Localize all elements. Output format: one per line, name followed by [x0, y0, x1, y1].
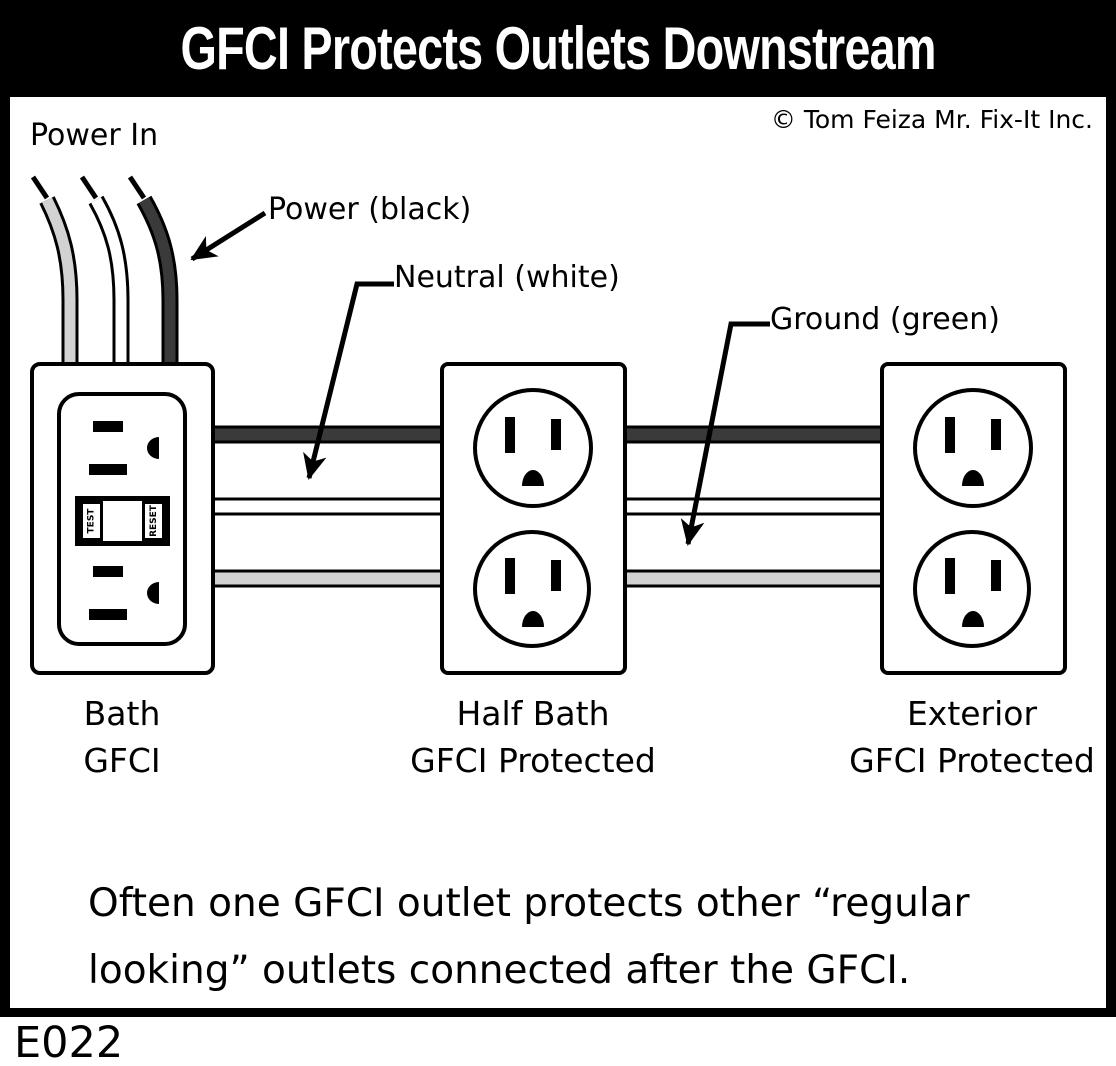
exterior-label-line1: Exterior — [906, 694, 1038, 733]
halfbath-bottom-neutral-slot — [505, 558, 515, 594]
neutral-leader-arrow — [303, 281, 394, 480]
exterior-top-receptacle — [913, 388, 1033, 508]
exterior-outlet-label: Exterior GFCI Protected — [822, 690, 1116, 784]
gfci-bottom-ground-hole — [147, 582, 159, 604]
halfbath-bottom-receptacle — [473, 530, 591, 648]
exterior-bottom-neutral-slot — [945, 558, 955, 594]
neutral-wire-run1 — [208, 497, 448, 516]
halfbath-top-hot-slot — [551, 419, 561, 450]
ground-label: Ground (green) — [770, 302, 1000, 337]
halfbath-top-neutral-slot — [505, 417, 515, 453]
neutral-label: Neutral (white) — [394, 260, 620, 295]
gfci-top-ground-hole — [147, 437, 159, 459]
test-button[interactable]: TEST — [80, 501, 103, 541]
power-leader-arrow — [190, 210, 267, 262]
power-in-label: Power In — [30, 118, 159, 153]
exterior-label-line2: GFCI Protected — [849, 741, 1095, 780]
reset-button-label: RESET — [148, 505, 159, 537]
halfbath-label-line2: GFCI Protected — [410, 741, 656, 780]
test-button-label: TEST — [86, 508, 97, 534]
exterior-bottom-ground-hole — [962, 611, 984, 627]
bath-label-line1: Bath — [83, 694, 161, 733]
halfbath-bottom-hot-slot — [551, 560, 561, 591]
incoming-power-wire — [127, 175, 179, 366]
bath-outlet-label: Bath GFCI — [40, 690, 204, 784]
halfbath-top-ground-hole — [522, 470, 544, 486]
power-wire-run1 — [208, 425, 448, 444]
title-bar: GFCI Protects Outlets Downstream — [0, 0, 1116, 97]
diagram-frame — [0, 97, 1116, 1017]
power-label: Power (black) — [268, 192, 472, 227]
gfci-top-hot-slot — [93, 421, 123, 432]
gfci-bottom-neutral-slot — [89, 609, 127, 620]
halfbath-label-line1: Half Bath — [456, 694, 610, 733]
caption-line1: Often one GFCI outlet protects other “re… — [88, 881, 970, 926]
exterior-top-neutral-slot — [945, 417, 955, 453]
reset-button[interactable]: RESET — [142, 501, 165, 541]
halfbath-bottom-ground-hole — [522, 611, 544, 627]
halfbath-outlet-label: Half Bath GFCI Protected — [383, 690, 683, 784]
ground-wire-run2 — [619, 569, 888, 588]
neutral-wire-run2 — [619, 497, 888, 516]
exterior-bottom-receptacle — [913, 530, 1031, 648]
caption-line2: looking” outlets connected after the GFC… — [88, 948, 911, 993]
halfbath-top-receptacle — [473, 388, 593, 508]
page-title: GFCI Protects Outlets Downstream — [180, 15, 936, 82]
bath-label-line2: GFCI — [83, 741, 161, 780]
gfci-bottom-hot-slot — [93, 566, 123, 577]
exterior-bottom-hot-slot — [991, 560, 1001, 591]
diagram-caption: Often one GFCI outlet protects other “re… — [88, 870, 970, 1004]
gfci-top-neutral-slot — [89, 464, 127, 475]
power-wire-run2 — [619, 425, 888, 444]
ground-wire-run1 — [208, 569, 448, 588]
copyright-text: © Tom Feiza Mr. Fix-It Inc. — [770, 105, 1093, 134]
figure-code: E022 — [14, 1018, 124, 1066]
exterior-top-ground-hole — [962, 470, 984, 486]
incoming-ground-wire — [30, 175, 79, 366]
incoming-neutral-wire — [79, 175, 130, 366]
ground-leader-arrow — [680, 321, 770, 546]
exterior-top-hot-slot — [991, 419, 1001, 450]
